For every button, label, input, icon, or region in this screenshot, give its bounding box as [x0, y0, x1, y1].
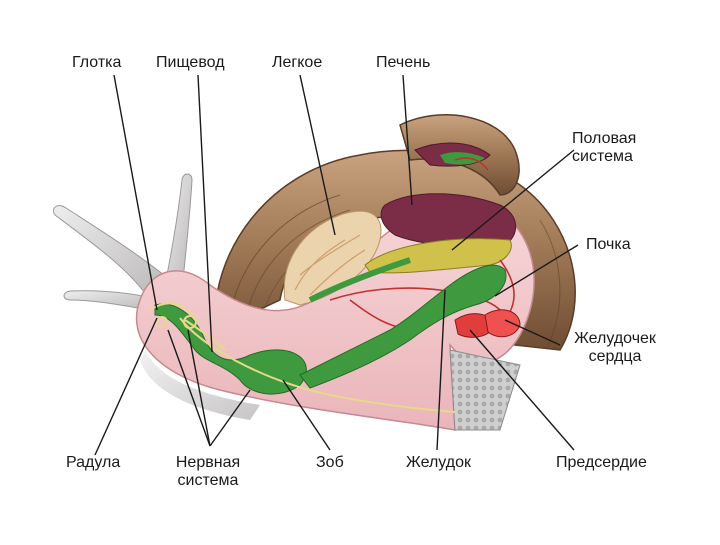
label-ventricle-line1: Желудочек [556, 330, 674, 348]
label-nervous-line2: система [160, 472, 256, 490]
label-pharynx: Глотка [72, 54, 121, 72]
label-atrium: Предсердие [556, 454, 647, 472]
label-lung: Легкое [272, 54, 322, 72]
label-esophagus: Пищевод [156, 54, 225, 72]
label-reproductive-system: Половая система [572, 130, 636, 166]
label-kidney: Почка [586, 236, 631, 254]
label-liver: Печень [376, 54, 430, 72]
label-radula: Радула [66, 454, 120, 472]
ventricle-shape [485, 310, 520, 337]
leader-radula [95, 318, 157, 455]
label-stomach: Желудок [406, 454, 471, 472]
label-ventricle-line2: сердца [556, 348, 674, 366]
label-reproductive-line2: система [572, 148, 636, 166]
label-crop: Зоб [316, 454, 344, 472]
label-reproductive-line1: Половая [572, 130, 636, 148]
label-nervous-line1: Нервная [160, 454, 256, 472]
label-ventricle: Желудочек сердца [556, 330, 674, 366]
label-nervous-system: Нервная система [160, 454, 256, 490]
